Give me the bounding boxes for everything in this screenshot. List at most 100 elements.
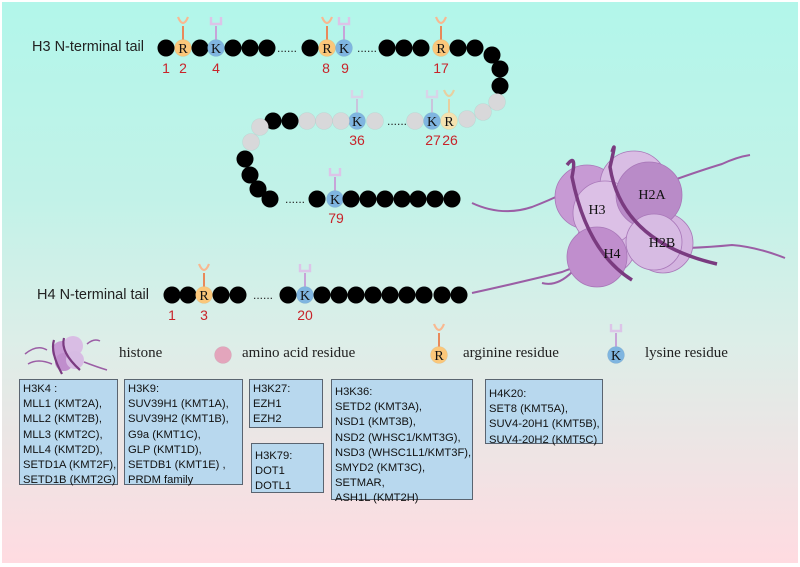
amino-acid-residue <box>378 39 396 57</box>
box-enzyme: SMYD2 (KMT3C), <box>335 462 426 475</box>
lysine-marker-cup-icon <box>209 17 223 26</box>
box-site: H3K9: <box>128 383 160 395</box>
box-enzyme: GLP (KMT1D), <box>128 443 202 456</box>
amino-acid-residue <box>393 190 411 208</box>
box-enzyme: SETMAR, <box>335 477 385 490</box>
amino-acid-residue <box>443 190 461 208</box>
histone-subunit <box>63 336 83 356</box>
box-enzyme: ASH1L (KMT2H) <box>335 492 419 505</box>
lysine-letter: K <box>427 115 437 130</box>
enzyme-box-h3k27: H3K27: EZH1 EZH2 <box>249 379 323 428</box>
box-enzyme: SUV39H2 (KMT1B), <box>128 413 229 426</box>
amino-acid-residue <box>342 190 360 208</box>
amino-acid-residue <box>433 286 451 304</box>
amino-acid-residue <box>381 286 399 304</box>
amino-acid-residue <box>241 166 259 184</box>
amino-acid-residue <box>491 60 509 78</box>
box-enzyme: MLL1 (KMT2A), <box>23 398 102 411</box>
amino-acid-residue <box>347 286 365 304</box>
amino-acid-residue <box>426 190 444 208</box>
lysine-marker-cup-icon <box>425 90 439 99</box>
amino-acid-residue <box>261 190 279 208</box>
amino-acid-residue <box>412 39 430 57</box>
amino-acid-residue <box>376 190 394 208</box>
lysine-letter: K <box>211 42 221 57</box>
subunit-label-h2b: H2B <box>649 236 675 251</box>
amino-acid-residue <box>491 77 509 95</box>
amino-acid-residue <box>466 39 484 57</box>
box-enzyme: G9a (KMT1C), <box>128 428 201 441</box>
box-enzyme: NSD1 (KMT3B), <box>335 416 416 429</box>
lysine-marker-cup-icon <box>337 17 351 26</box>
arginine-marker-cup-icon <box>176 16 190 25</box>
legend-amino-acid-label: amino acid residue <box>242 345 356 361</box>
residue-number: 9 <box>341 60 349 76</box>
amino-acid-residue <box>406 112 424 130</box>
dna-wrap <box>608 145 718 266</box>
box-enzyme: SET8 (KMT5A), <box>489 403 568 416</box>
amino-acid-residue <box>251 118 269 136</box>
box-enzyme: PRDM family <box>128 474 194 487</box>
enzyme-box-h3k36: H3K36: SETD2 (KMT3A), NSD1 (KMT3B), NSD2… <box>331 379 473 504</box>
dna-wrap <box>565 158 633 282</box>
enzyme-box-h4k20: H4K20: SET8 (KMT5A), SUV4-20H1 (KMT5B), … <box>485 379 603 446</box>
residue-number: 8 <box>322 60 330 76</box>
histone-tail-strand <box>471 193 563 213</box>
amino-acid-residue <box>224 39 242 57</box>
amino-acid-residue <box>474 103 492 121</box>
h3-tail-label: H3 N-terminal tail <box>32 39 144 55</box>
box-enzyme: DOTL1 <box>255 480 292 493</box>
histone-tail-strand <box>673 154 751 181</box>
lysine-marker-cup-icon <box>328 168 342 177</box>
residue-number: 2 <box>179 60 187 76</box>
amino-acid-residue <box>229 286 247 304</box>
amino-acid-residue <box>450 286 468 304</box>
amino-acid-residue <box>241 39 259 57</box>
arginine-marker-cup-icon <box>434 16 448 25</box>
box-enzyme: EZH1 <box>253 398 282 411</box>
amino-acid-residue <box>398 286 416 304</box>
box-enzyme: SETDB1 (KMT1E) , <box>128 459 226 472</box>
box-enzyme: SETD1A (KMT2F), <box>23 459 117 472</box>
subunit-label-h3: H3 <box>588 203 605 218</box>
amino-acid-residue <box>281 112 299 130</box>
lysine-letter: K <box>300 289 310 304</box>
box-enzyme: SUV4-20H1 (KMT5B), <box>489 418 600 431</box>
box-enzyme: SUV4-20H2 (KMT5C) <box>489 433 598 446</box>
lysine-marker-cup-icon <box>298 264 312 273</box>
residue-number: 79 <box>328 210 344 226</box>
box-site: H3K36: <box>335 386 373 398</box>
amino-acid-residue <box>395 39 413 57</box>
residue-number: 4 <box>212 60 220 76</box>
amino-acid-residue <box>364 286 382 304</box>
ellipsis: ...... <box>285 192 305 206</box>
box-site: H4K20: <box>489 388 527 400</box>
box-enzyme: NSD2 (WHSC1/KMT3G), <box>335 431 461 444</box>
nucleosome <box>554 145 718 288</box>
box-site: H3K27: <box>253 383 291 395</box>
box-enzyme: MLL2 (KMT2B), <box>23 413 102 426</box>
residue-number: 36 <box>349 132 365 148</box>
subunit-label-h2a: H2A <box>638 188 666 203</box>
amino-acid-residue <box>212 286 230 304</box>
residue-number: 20 <box>297 307 313 323</box>
arginine-letter: R <box>199 289 209 304</box>
histone-tail-strand <box>541 271 573 285</box>
arginine-letter: R <box>444 115 454 130</box>
legend-arginine-label: arginine residue <box>463 345 559 361</box>
residue-number: 17 <box>433 60 449 76</box>
box-enzyme: SETD1B (KMT2G) <box>23 474 116 487</box>
amino-acid-residue <box>249 180 267 198</box>
amino-acid-residue <box>315 112 333 130</box>
amino-acid-residue <box>488 93 506 111</box>
ellipsis: ...... <box>277 41 297 55</box>
histone-subunit <box>66 351 84 369</box>
box-enzyme: DOT1 <box>255 465 285 478</box>
lysine-marker-cup-icon <box>609 324 623 333</box>
box-enzyme: SETD2 (KMT3A), <box>335 401 423 414</box>
legend-amino-acid-icon <box>214 346 232 364</box>
h4-tail-label: H4 N-terminal tail <box>37 287 149 303</box>
box-enzyme: MLL3 (KMT2C), <box>23 428 103 441</box>
histone-tail-strand <box>687 243 786 259</box>
